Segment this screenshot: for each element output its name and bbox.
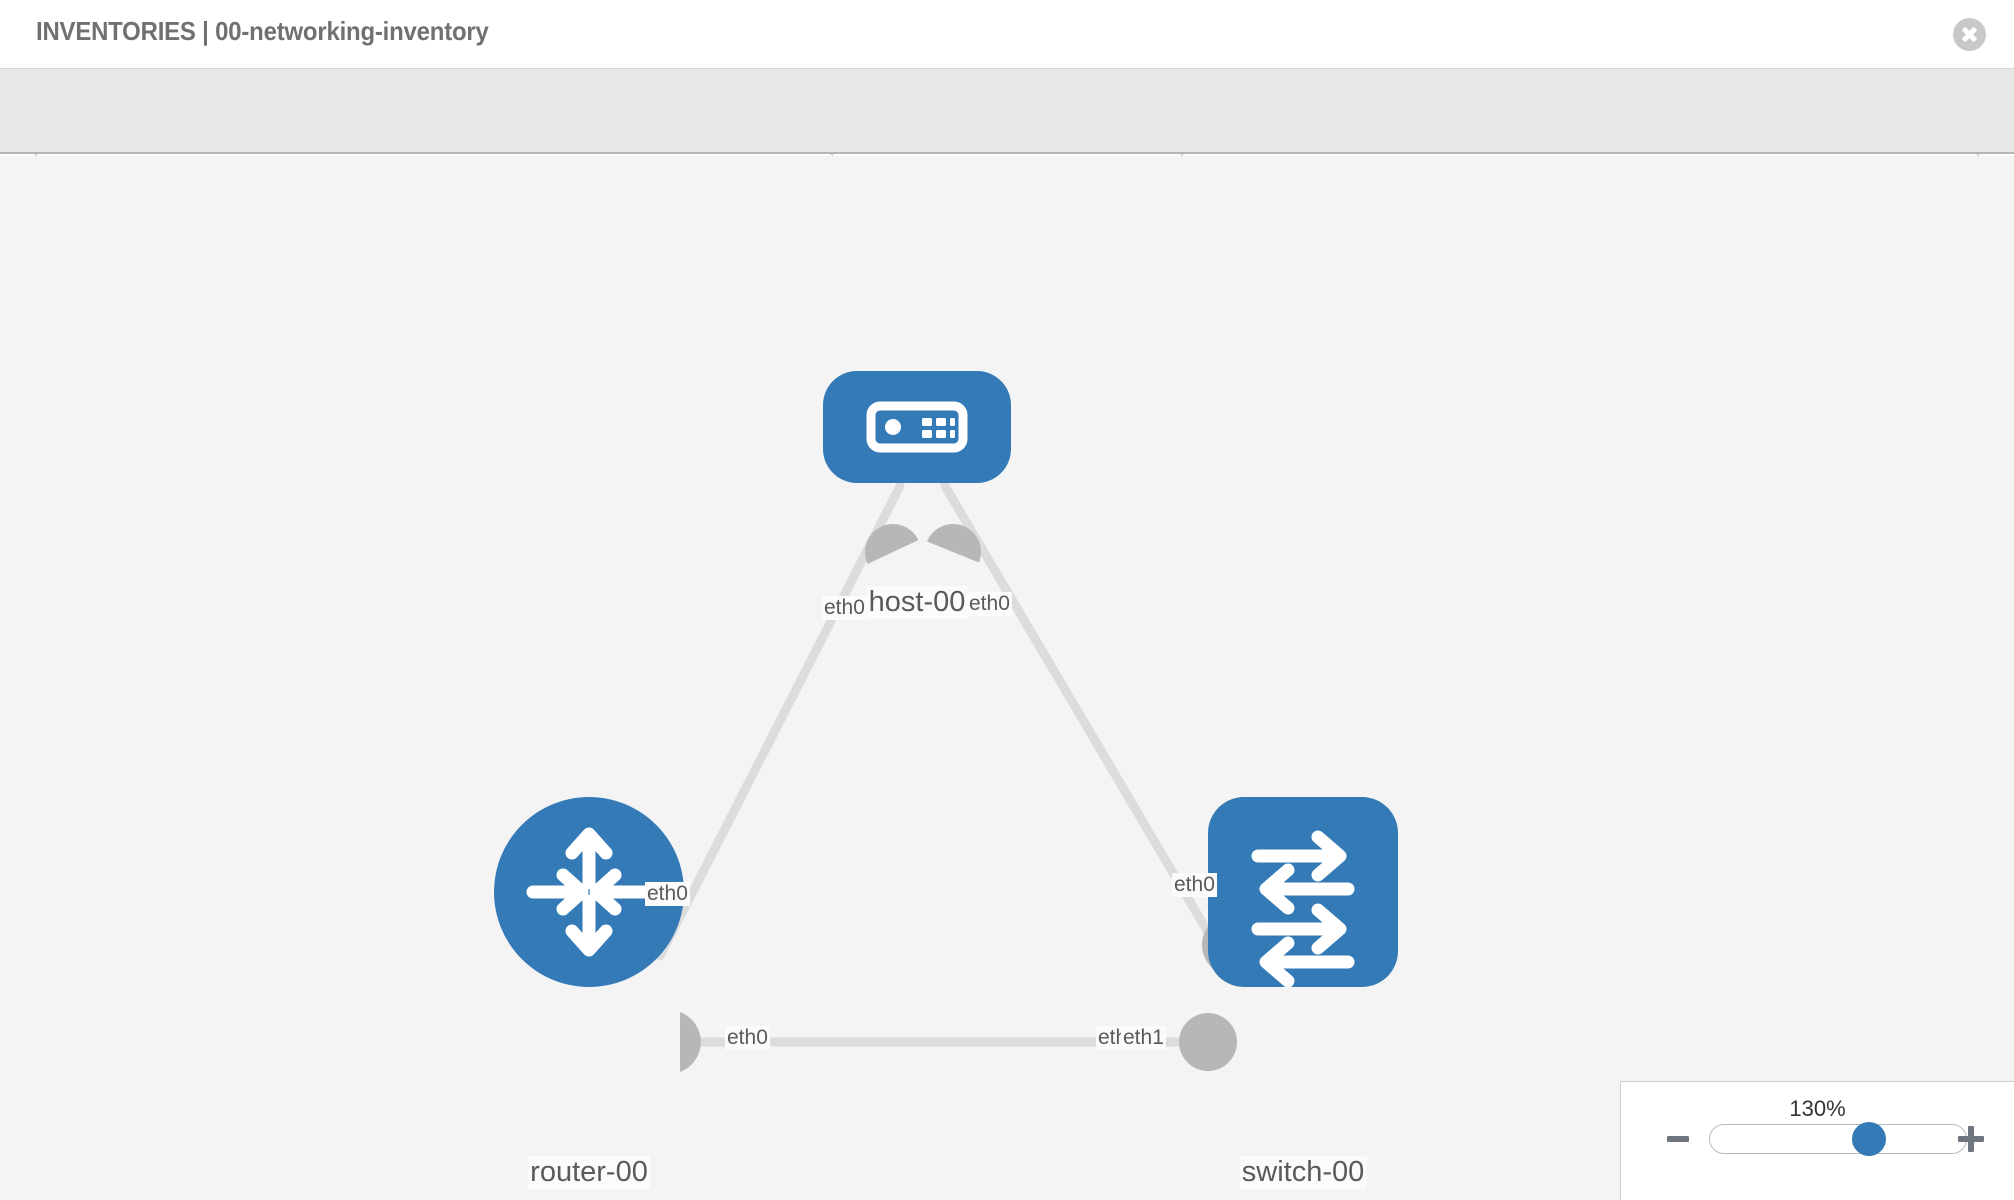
- iface-label-host00-eth0-left: eth0: [822, 596, 867, 620]
- node-router-00: [494, 797, 684, 987]
- iface-label-router00-eth0-up: eth0: [645, 882, 690, 906]
- node-label-router-00: router-00: [528, 1156, 650, 1189]
- iface-label-switch00-eth1: eth1: [1121, 1026, 1166, 1050]
- zoom-in-button[interactable]: [1958, 1126, 1984, 1152]
- topology-links: [655, 481, 1227, 1047]
- connector-host00-eth0-right: [927, 524, 981, 563]
- node-host-00: [823, 371, 1011, 483]
- plus-icon-vertical: [1968, 1126, 1974, 1152]
- router-arrows-icon: [526, 827, 652, 957]
- zoom-control: 130%: [1620, 1081, 2014, 1200]
- server-icon: [866, 401, 968, 453]
- zoom-level-label: 130%: [1789, 1096, 1846, 1121]
- page-title: INVENTORIES | 00-networking-inventory: [36, 16, 489, 46]
- toolbar: ACTIONS SEARCH: [0, 69, 2014, 205]
- connector-router00-eth0: [680, 1012, 701, 1072]
- node-label-switch-00: switch-00: [1239, 1156, 1367, 1189]
- zoom-slider-track[interactable]: [1709, 1122, 1967, 1156]
- topology-graph: [494, 371, 1398, 1072]
- link-host00-router00: [655, 481, 905, 961]
- switch-arrows-icon: [1251, 830, 1355, 988]
- connector-host00-eth0-left: [865, 524, 919, 564]
- node-switch-00: [1208, 797, 1398, 988]
- iface-label-host00-eth0-right: eth0: [967, 592, 1012, 616]
- window-header: INVENTORIES | 00-networking-inventory: [0, 0, 2014, 69]
- node-label-host-00: host-00: [866, 586, 968, 619]
- close-icon[interactable]: [1953, 18, 1986, 51]
- iface-label-switch00-eth0-up: eth0: [1172, 873, 1217, 897]
- topology-canvas[interactable]: eth0 eth0 eth0 eth0 eth0 eth0 eth1 host-…: [0, 156, 2014, 1200]
- zoom-out-button[interactable]: [1667, 1136, 1689, 1142]
- connector-switch00-eth1: [1179, 1013, 1237, 1071]
- iface-label-router00-eth0: eth0: [725, 1026, 770, 1050]
- zoom-slider-thumb[interactable]: [1851, 1122, 1886, 1156]
